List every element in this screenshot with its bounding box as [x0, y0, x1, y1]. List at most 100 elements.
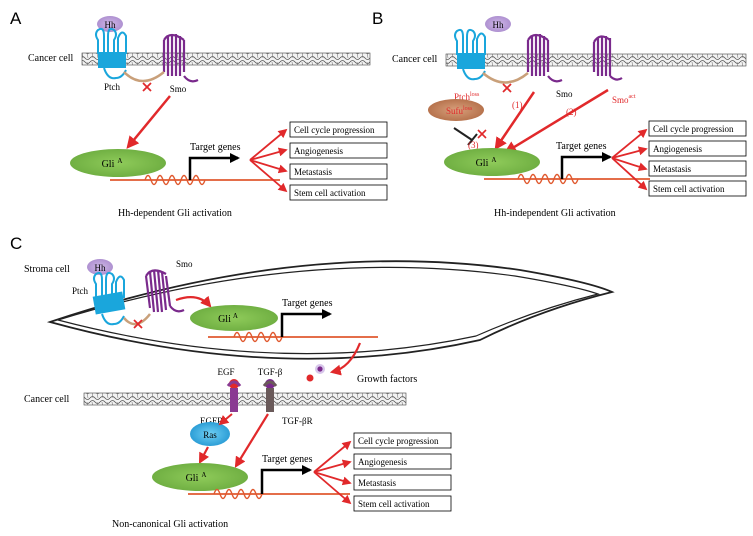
output-cell-cycle-c: Cell cycle progression — [358, 436, 439, 446]
path-1-arrow — [494, 91, 536, 151]
smo-label: Smo — [170, 84, 187, 94]
smo-label-b: Smo — [556, 89, 573, 99]
growth-factors-label: Growth factors — [357, 374, 417, 385]
output-arrows — [249, 128, 288, 193]
tgfbr-to-gli-arrow — [234, 413, 269, 468]
tgfbr-receptor-icon — [262, 379, 278, 412]
cell-membrane — [81, 52, 371, 66]
output-cell-cycle-b: Cell cycle progression — [653, 124, 734, 134]
tgfb-label: TGF-β — [258, 367, 283, 377]
panel-a-letter: A — [10, 9, 22, 28]
dna-helix-icon — [233, 331, 283, 343]
panel-c-membrane-label: Cancer cell — [24, 394, 69, 405]
panel-c-caption: Non-canonical Gli activation — [112, 519, 228, 530]
output-arrows-b — [611, 128, 648, 191]
target-genes-label-c: Target genes — [262, 454, 313, 465]
growth-factor-arrow — [329, 342, 362, 376]
sufu-loss-label: Sufuloss — [446, 106, 473, 116]
hh-ligand — [97, 16, 123, 32]
inhibition-cross-icon — [502, 83, 512, 93]
ptch-label: Ptch — [104, 82, 121, 92]
panel-c-letter: C — [10, 234, 22, 253]
egfr-to-ras-arrow — [218, 413, 233, 426]
output-stem-cell-b: Stem cell activation — [653, 184, 725, 194]
gene-arrow-icon — [260, 465, 312, 494]
ptch-receptor-icon — [95, 27, 127, 80]
panel-a-caption: Hh-dependent Gli activation — [118, 208, 232, 219]
output-angiogenesis: Angiogenesis — [294, 146, 343, 156]
output-boxes: Cell cycle progression Angiogenesis Meta… — [289, 121, 388, 201]
stroma-cell-outline-inner — [55, 266, 601, 355]
smo-receptor-icon — [526, 33, 563, 83]
panel-b: B Cancer cell Hh Ptchloss Smo Smoact Suf — [372, 9, 747, 219]
ras-protein — [190, 422, 230, 446]
target-genes-label-b: Target genes — [556, 141, 607, 152]
smo-act-receptor-icon — [592, 35, 623, 81]
stroma-cell-outline-outer — [46, 260, 615, 360]
hh-label-c: Hh — [95, 263, 106, 273]
egfr-receptor-icon — [226, 379, 242, 412]
output-angiogenesis-b: Angiogenesis — [653, 144, 702, 154]
path-2-arrow — [503, 88, 609, 154]
gli-activator — [70, 149, 166, 177]
ptch-receptor-icon — [454, 28, 486, 81]
egf-label: EGF — [217, 367, 234, 377]
hh-label-b: Hh — [493, 20, 504, 30]
inhibition-cross-icon — [133, 319, 143, 329]
output-stem-cell-c: Stem cell activation — [358, 499, 430, 509]
ptch-label-c: Ptch — [72, 286, 89, 296]
sufu-protein — [428, 99, 484, 121]
output-metastasis-b: Metastasis — [653, 164, 691, 174]
panel-b-letter: B — [372, 9, 383, 28]
output-boxes-c: Cell cycle progression Angiogenesis Meta… — [353, 432, 452, 512]
path-1-label: (1) — [512, 100, 523, 110]
growth-factor-dot-red — [306, 374, 314, 382]
hh-ligand-c — [87, 259, 113, 275]
inhibition-arc — [123, 71, 165, 83]
cell-membrane-c — [83, 392, 407, 406]
ras-label: Ras — [203, 430, 217, 440]
smo-label-c: Smo — [176, 259, 193, 269]
output-arrows-c — [313, 440, 352, 505]
ras-to-gli-arrow — [198, 446, 209, 464]
ptch-receptor-icon — [92, 271, 126, 326]
growth-factor-dot-purple — [317, 366, 323, 372]
stroma-gli-activator — [190, 305, 278, 331]
output-cell-cycle: Cell cycle progression — [294, 125, 375, 135]
sufu-inhibition — [453, 127, 487, 146]
target-genes-label: Target genes — [190, 142, 241, 153]
stroma-cell-label: Stroma cell — [24, 264, 70, 275]
smo-to-gli-arrow-c — [175, 295, 212, 308]
gene-arrow-icon — [188, 153, 240, 180]
output-stem-cell: Stem cell activation — [294, 188, 366, 198]
stroma-target-genes-label: Target genes — [282, 298, 333, 309]
hh-ligand-b — [485, 16, 511, 32]
smo-to-gli-arrow — [126, 95, 171, 149]
output-angiogenesis-c: Angiogenesis — [358, 457, 407, 467]
dna-helix-icon — [144, 174, 206, 186]
panel-a: A Cancer cell Hh Ptch Smo — [10, 9, 388, 219]
output-metastasis-c: Metastasis — [358, 478, 396, 488]
cell-membrane-b — [445, 53, 747, 67]
inhibition-arc-b — [482, 72, 529, 84]
output-metastasis: Metastasis — [294, 167, 332, 177]
ptch-loss-label: Ptchloss — [454, 92, 480, 102]
gene-arrow-icon — [280, 309, 332, 337]
smo-receptor-icon — [162, 33, 199, 83]
panel-a-membrane-label: Cancer cell — [28, 53, 73, 64]
path-3-label: (3) — [468, 140, 479, 150]
inhibition-arc-c — [123, 313, 151, 326]
gli-activator-c — [152, 463, 248, 491]
dna-helix-icon — [213, 488, 263, 500]
tgfbr-label: TGF-βR — [282, 416, 313, 426]
dna-helix-icon — [517, 173, 579, 185]
output-boxes-b: Cell cycle progression Angiogenesis Meta… — [648, 120, 747, 197]
egfr-label: EGFR — [200, 416, 223, 426]
